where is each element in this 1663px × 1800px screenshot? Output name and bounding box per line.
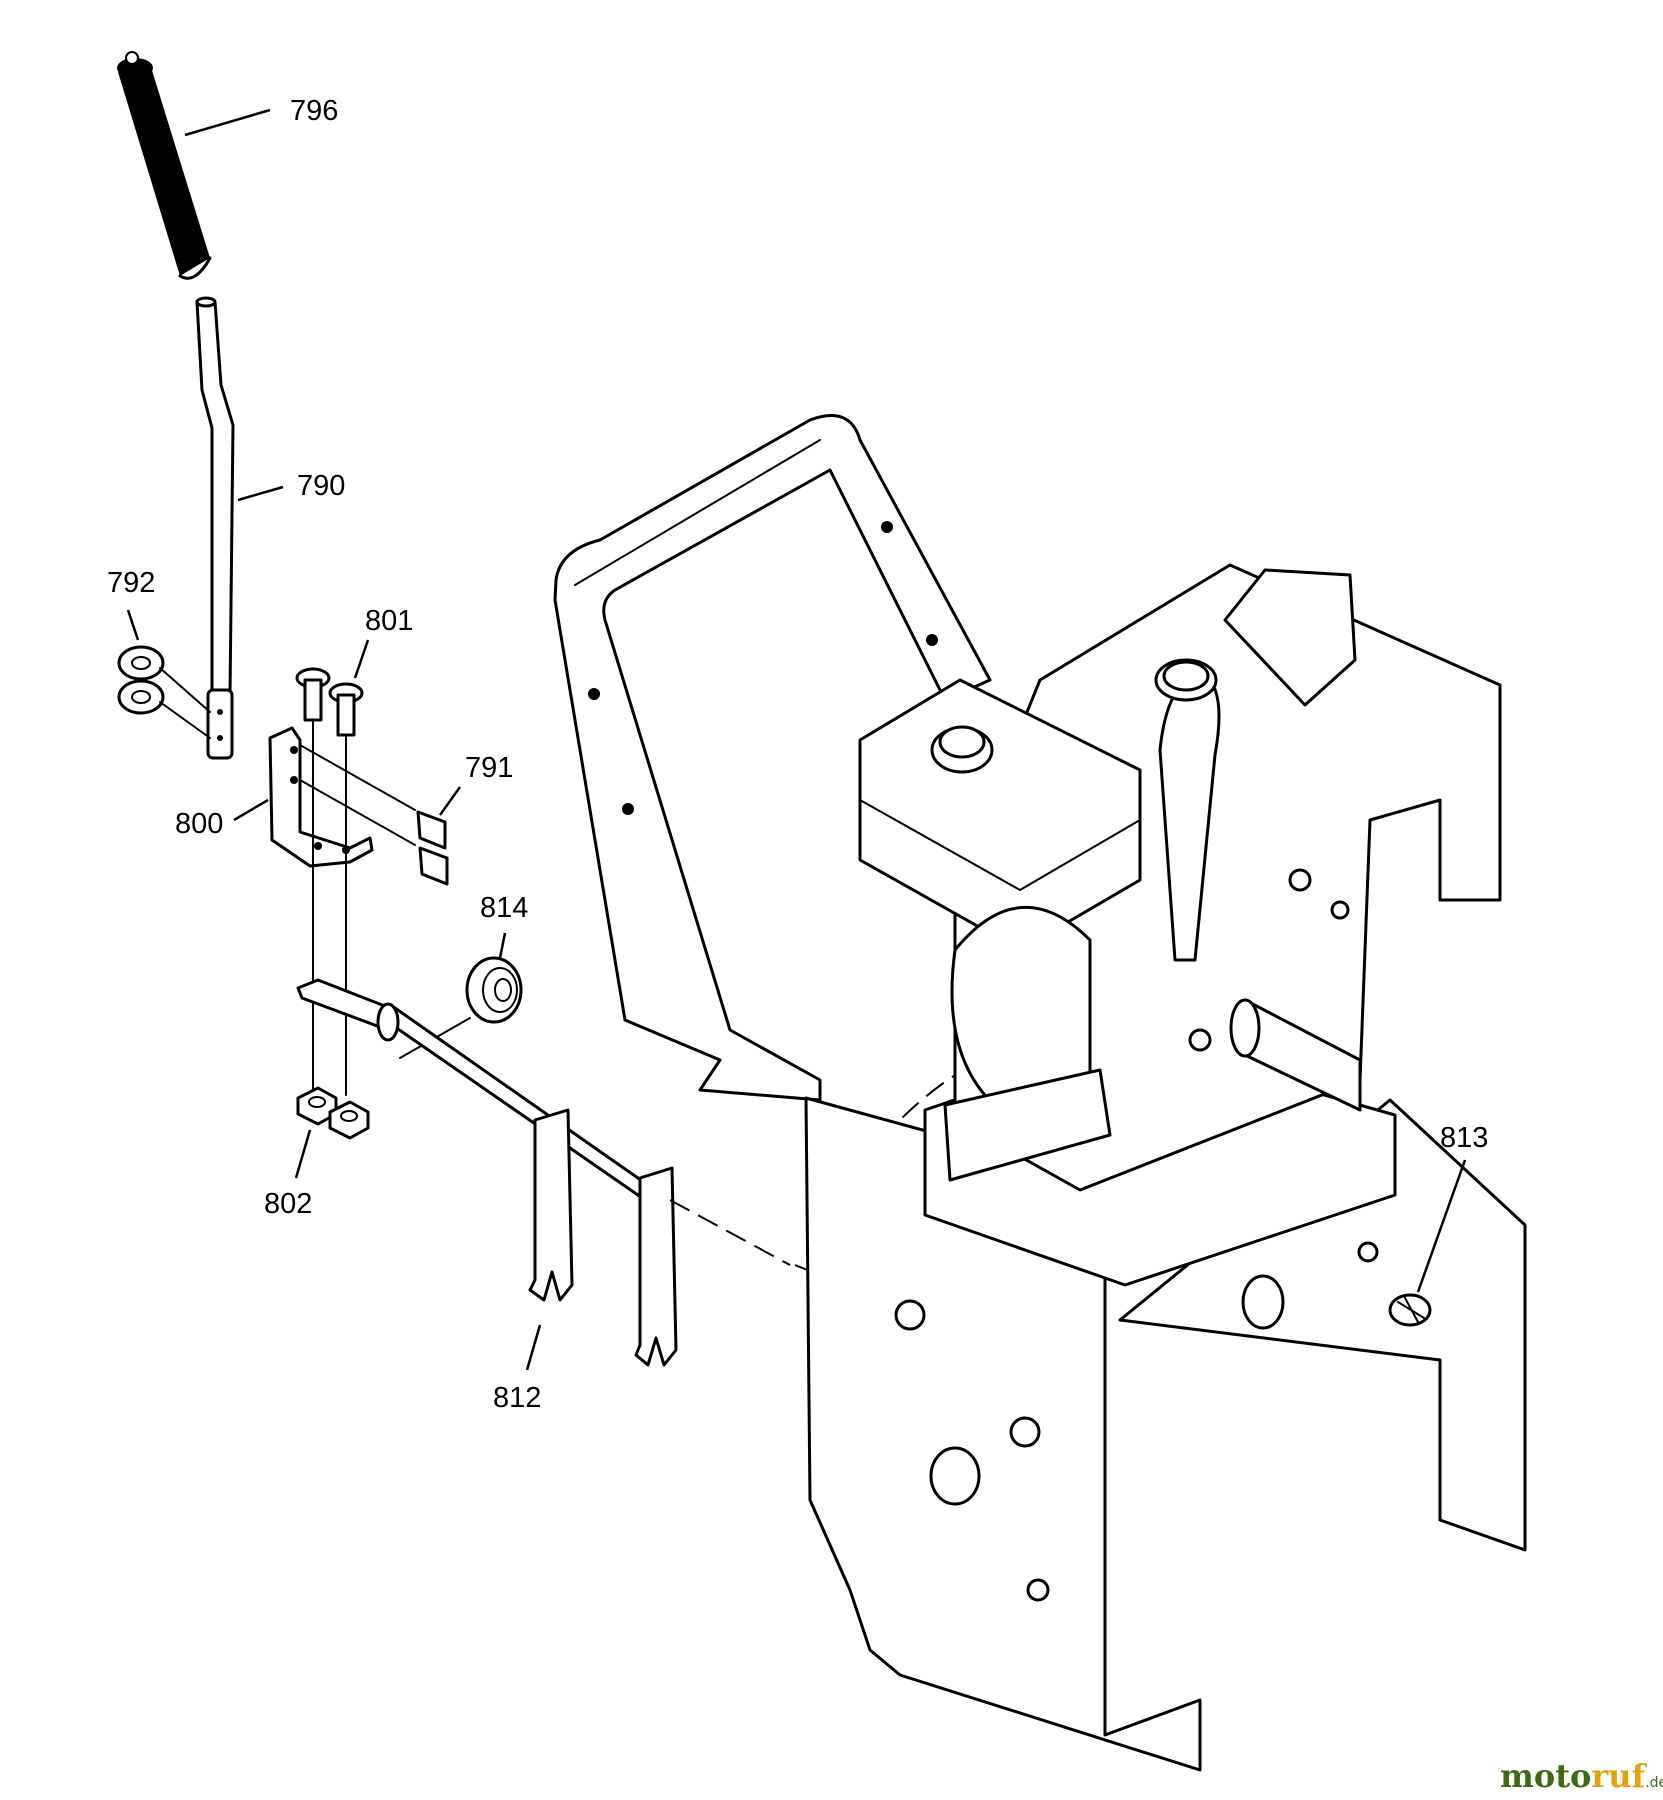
callout-801: 801 bbox=[365, 605, 413, 637]
callout-813: 813 bbox=[1440, 1122, 1488, 1154]
watermark-text-c: .de bbox=[1645, 1775, 1663, 1791]
svg-text:motoruf.de: motoruf.de bbox=[1500, 1757, 1663, 1795]
callout-814: 814 bbox=[480, 892, 528, 924]
bracket-800 bbox=[268, 726, 374, 868]
bolts-791 bbox=[299, 744, 449, 886]
bearing-814 bbox=[399, 956, 523, 1059]
callout-790: 790 bbox=[297, 470, 345, 502]
side-plate-right bbox=[1118, 1098, 1527, 1552]
motoruf-logo-icon: motoruf.de bbox=[1500, 1757, 1663, 1795]
callout-796: 796 bbox=[290, 95, 338, 127]
callout-791: 791 bbox=[465, 752, 513, 784]
watermark-text-b: ruf bbox=[1591, 1757, 1647, 1795]
handle-grip bbox=[117, 51, 212, 280]
watermark-text-a: moto bbox=[1500, 1757, 1591, 1795]
callout-800: 800 bbox=[175, 808, 223, 840]
clip-813 bbox=[1388, 1293, 1432, 1327]
handle-frame bbox=[553, 414, 992, 1102]
callout-labels: 796 790 792 801 791 800 814 802 812 813 bbox=[107, 95, 1488, 1414]
engine bbox=[858, 563, 1502, 1192]
callout-802: 802 bbox=[264, 1188, 312, 1220]
shift-rod bbox=[195, 296, 235, 760]
shift-fork-left bbox=[528, 1108, 574, 1302]
shift-fork-right bbox=[634, 1166, 678, 1367]
callout-leaders bbox=[126, 108, 1467, 1371]
callout-792: 792 bbox=[107, 567, 155, 599]
callout-812: 812 bbox=[493, 1382, 541, 1414]
nuts-802 bbox=[296, 1086, 370, 1140]
nuts-792 bbox=[117, 645, 211, 739]
bolts-801 bbox=[295, 667, 364, 1096]
